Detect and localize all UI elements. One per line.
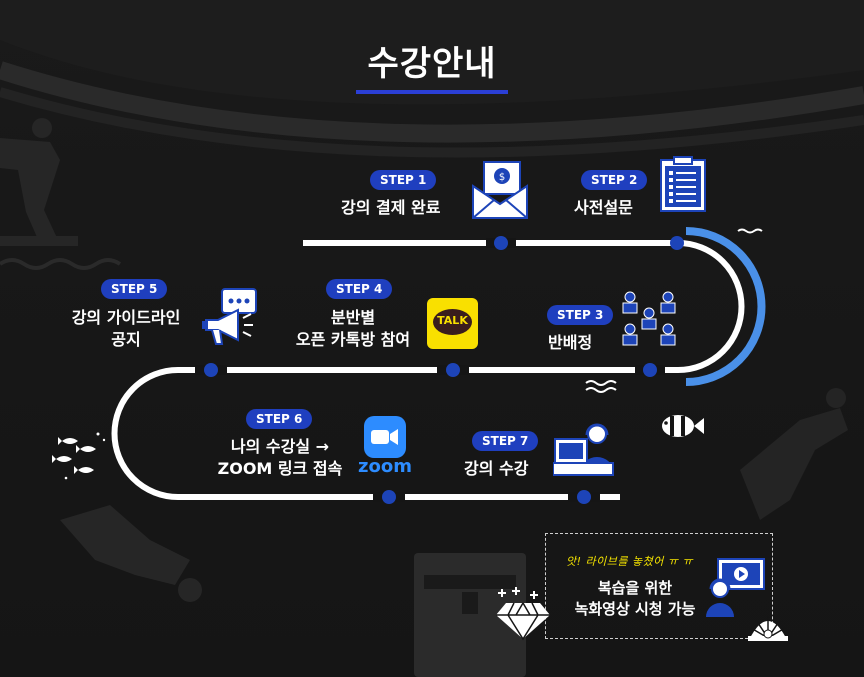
replay-handwritten-note: 앗! 라이브를 놓쳤어 ㅠ ㅠ xyxy=(566,555,694,568)
title-underline xyxy=(356,90,508,94)
step-4-label: 분반별 오픈 카톡방 참여 xyxy=(295,308,411,349)
step-5-badge: STEP 5 xyxy=(101,279,168,299)
kakaotalk-icon: TALK xyxy=(427,298,478,349)
online-lecture-icon xyxy=(553,423,614,476)
step-6-label: 나의 수강실 → ZOOM 링크 접속 xyxy=(217,437,343,478)
step-4-badge: STEP 4 xyxy=(326,279,393,299)
replay-note-text: 복습을 위한 녹화영상 시청 가능 xyxy=(574,579,696,618)
step-dot-2 xyxy=(670,236,684,250)
fish-school-icon xyxy=(52,432,106,480)
step-2-label: 사전설문 xyxy=(574,198,633,217)
svg-text:$: $ xyxy=(499,172,505,183)
step-6-badge: STEP 6 xyxy=(246,409,313,429)
step-3-label: 반배정 xyxy=(548,333,593,352)
diamond-icon xyxy=(496,587,550,641)
step-dot-3 xyxy=(643,363,657,377)
treasure-chest-icon xyxy=(414,553,526,677)
step-2-badge: STEP 2 xyxy=(581,170,648,190)
step-dot-5 xyxy=(204,363,218,377)
step-dot-4 xyxy=(446,363,460,377)
clipboard-list-icon xyxy=(660,156,706,212)
video-replay-icon xyxy=(706,558,765,617)
diver-right-icon xyxy=(740,388,848,520)
step-3-badge: STEP 3 xyxy=(547,305,614,325)
replay-note-box xyxy=(545,533,773,639)
step-dot-7 xyxy=(577,490,591,504)
page-title: 수강안내 xyxy=(367,44,497,84)
step-1-label: 강의 결제 완료 xyxy=(341,198,441,217)
diver-icon xyxy=(0,118,78,246)
scuba-diver-icon xyxy=(60,505,202,602)
step-5-label: 강의 가이드라인 공지 xyxy=(71,308,181,349)
clownfish-icon xyxy=(662,415,704,437)
zoom-wordmark: zoom xyxy=(358,456,412,477)
step-1-badge: STEP 1 xyxy=(370,170,437,190)
shell-pearl-icon xyxy=(748,616,788,641)
step-7-label: 강의 수강 xyxy=(464,459,529,478)
people-group-icon xyxy=(622,291,676,346)
envelope-money-icon: $ xyxy=(472,161,528,219)
step-dot-6 xyxy=(382,490,396,504)
megaphone-icon xyxy=(202,288,257,345)
step-7-badge: STEP 7 xyxy=(472,431,539,451)
zoom-logo-icon xyxy=(364,416,406,458)
step-dot-1 xyxy=(494,236,508,250)
waves-icon xyxy=(585,228,763,393)
